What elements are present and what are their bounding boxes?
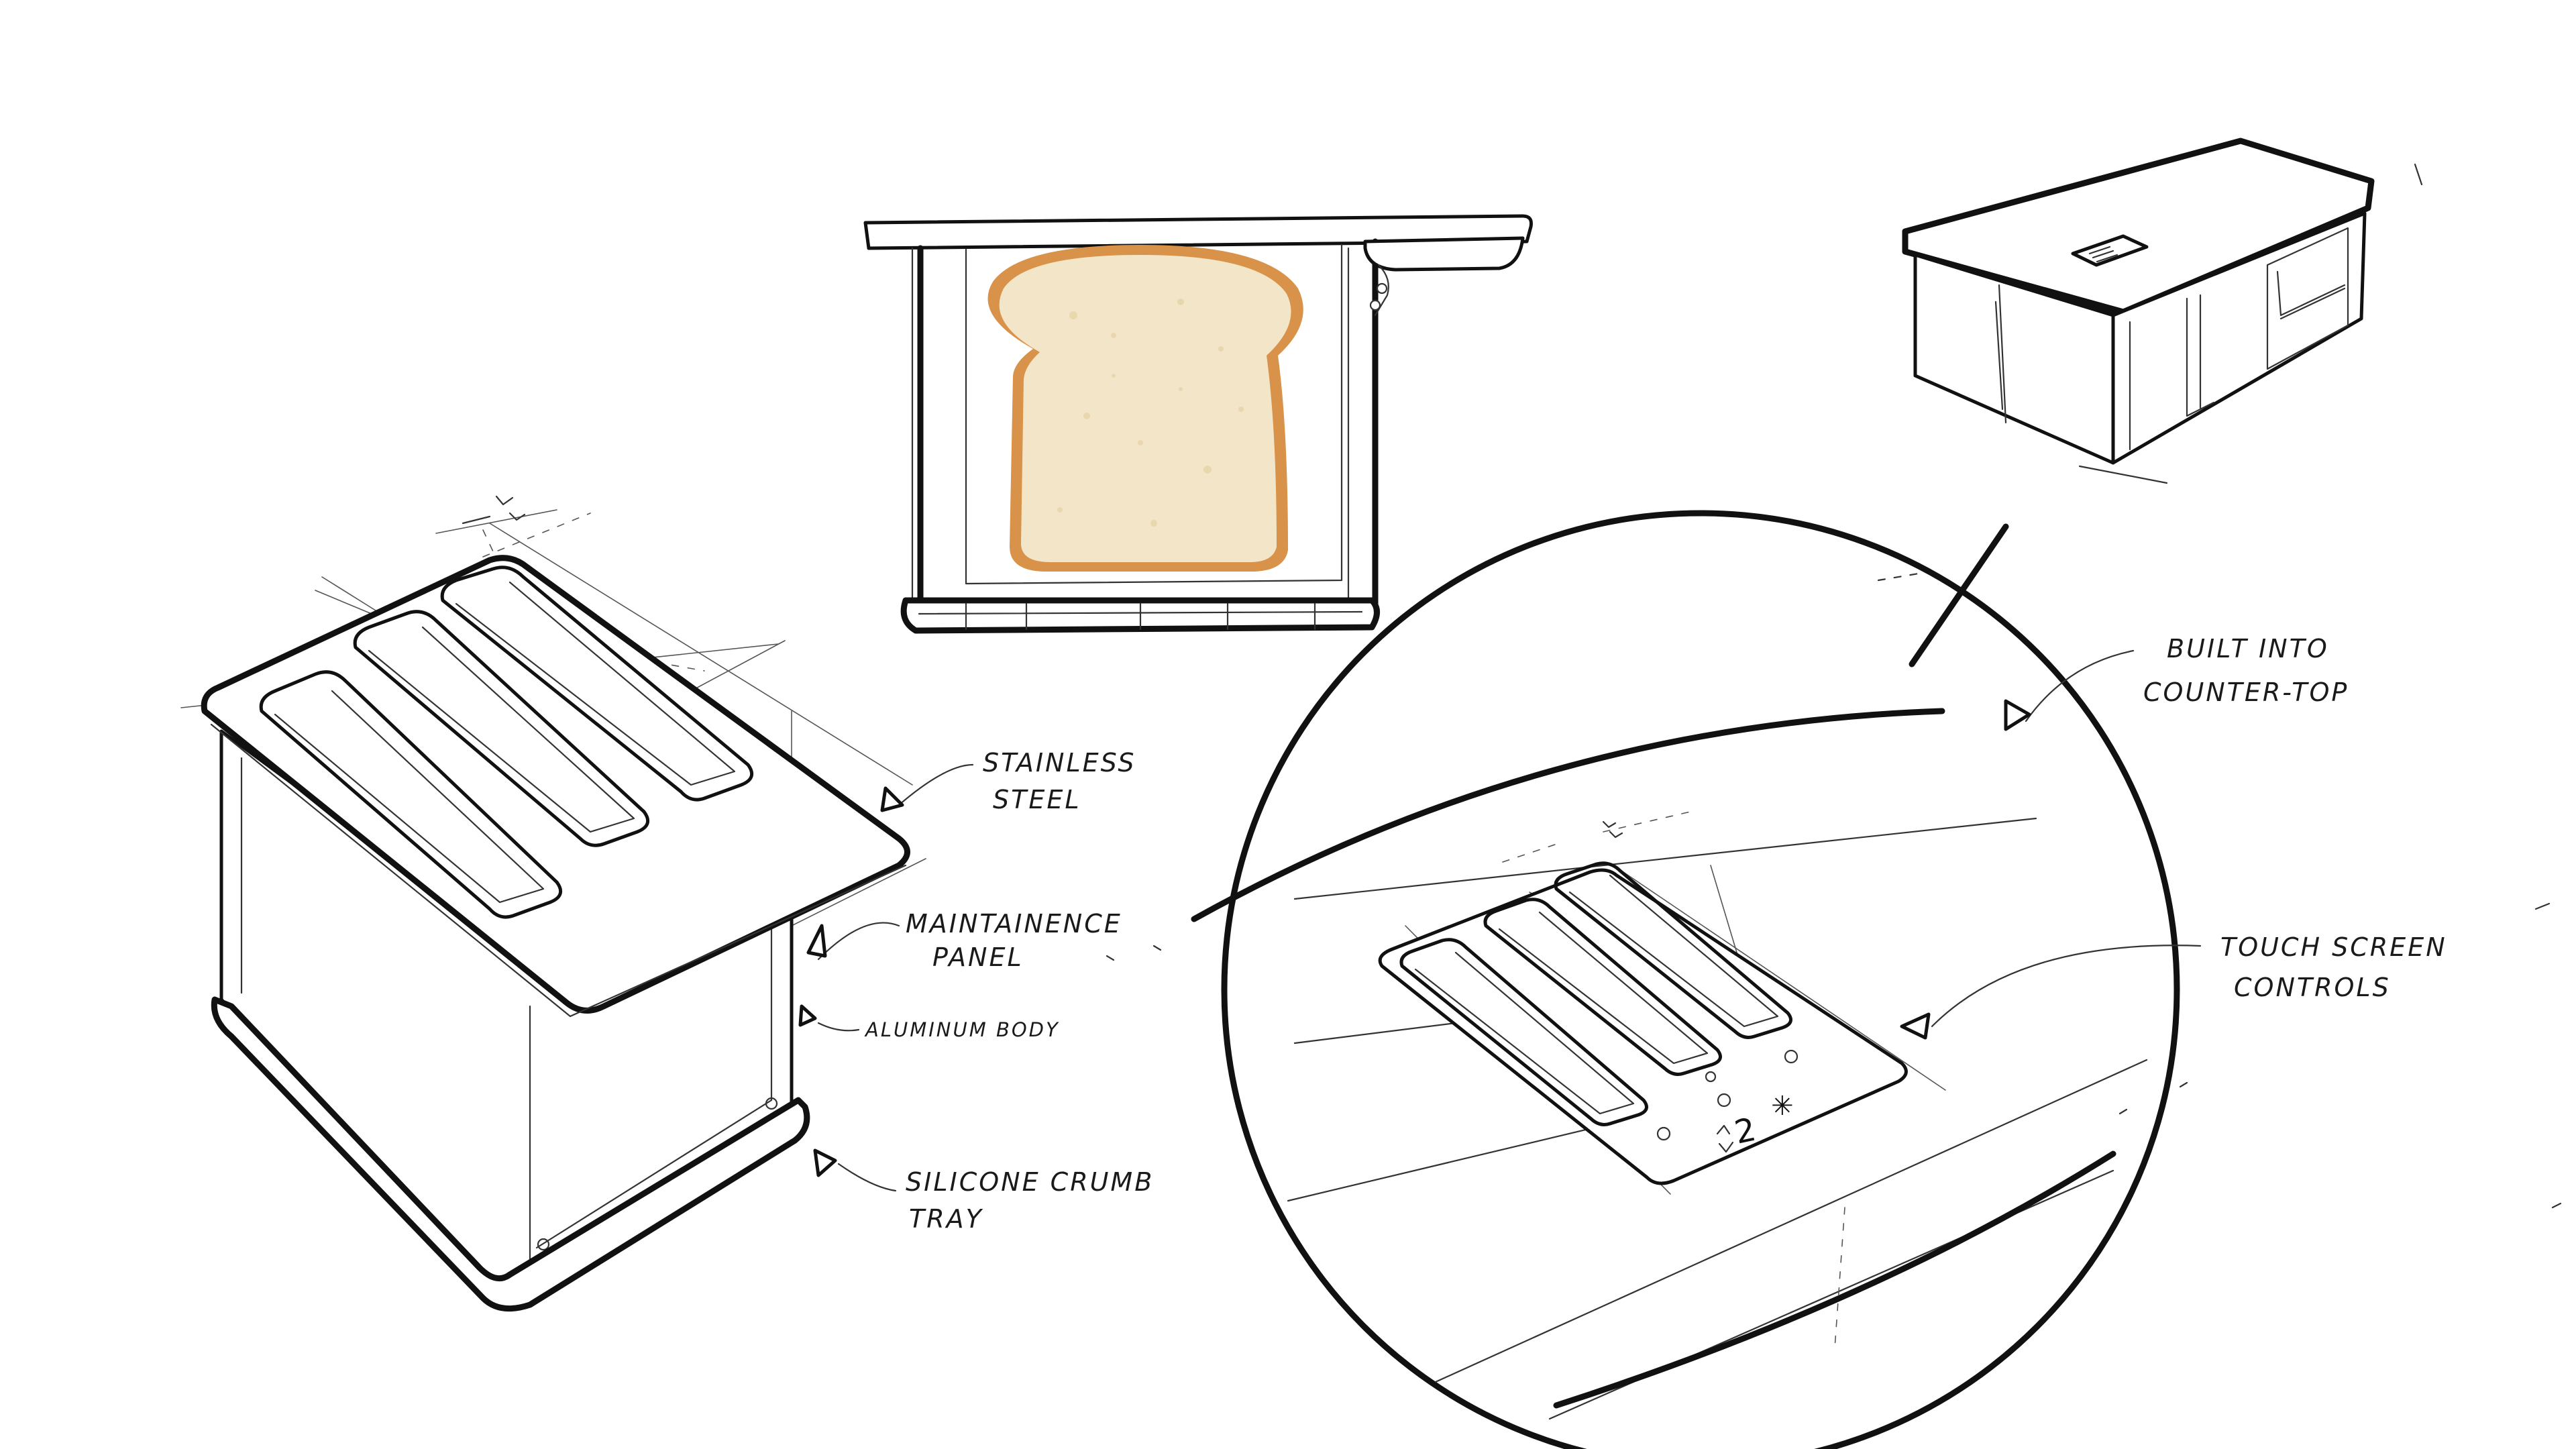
annotation-stainless-steel: STAINLESS STEEL <box>880 748 1136 814</box>
annotation-silicone-crumb-tray: SILICONE CRUMB TRAY <box>813 1148 1154 1234</box>
control-dot-2[interactable] <box>1717 1093 1731 1108</box>
control-dot-1[interactable] <box>1656 1126 1671 1141</box>
detail-edge-top <box>1191 708 1945 922</box>
snowflake-defrost-icon[interactable]: ✳ <box>1771 1091 1794 1122</box>
label-aluminum-body: ALUMINUM BODY <box>864 1018 1060 1041</box>
bread-slice <box>987 245 1303 572</box>
section-view-with-bread <box>863 214 1533 634</box>
label-touch-screen: TOUCH SCREEN <box>2220 932 2447 962</box>
kitchen-island-view <box>1902 138 2423 484</box>
annotation-maintenance-panel: MAINTAINENCE PANEL <box>806 909 1122 972</box>
annotation-touch-screen-controls: TOUCH SCREEN CONTROLS <box>1900 932 2447 1040</box>
detail-edge-bottom <box>1553 1150 2116 1409</box>
stainless-steel-top-plate <box>201 555 910 1018</box>
label-panel: PANEL <box>932 943 1024 972</box>
annotation-aluminum-body: ALUMINUM BODY <box>798 1004 1060 1041</box>
silicone-crumb-tray <box>211 996 810 1312</box>
bread-slot-2 <box>353 610 650 847</box>
toaster-isometric-view <box>180 495 926 1312</box>
detail-slot-3 <box>1554 861 1792 1039</box>
control-dot-4[interactable] <box>1705 1071 1717 1083</box>
chevron-up-down-icon[interactable] <box>1716 1124 1734 1153</box>
label-tray: TRAY <box>909 1204 983 1234</box>
label-silicone-crumb: SILICONE CRUMB <box>906 1167 1154 1197</box>
label-built-into: BUILT INTO <box>2167 634 2329 663</box>
label-counter-top: COUNTER-TOP <box>2143 678 2349 707</box>
label-steel: STEEL <box>993 785 1081 814</box>
annotation-built-into-counter: BUILT INTO COUNTER-TOP <box>2004 634 2349 731</box>
hinge-latch <box>1363 236 1525 317</box>
sketch-ticks <box>462 495 526 525</box>
callout-leader <box>1909 523 2009 667</box>
detail-slot-2 <box>1483 898 1722 1076</box>
detail-slot-1 <box>1399 938 1648 1126</box>
label-maintainence: MAINTAINENCE <box>906 909 1122 938</box>
bread-slot-1 <box>259 670 563 919</box>
built-in-toaster-plate <box>1378 861 1908 1185</box>
label-stainless: STAINLESS <box>983 748 1136 777</box>
label-controls: CONTROLS <box>2234 973 2391 1002</box>
detail-circle: 2 ✳ <box>1191 510 2188 1449</box>
island-toaster-inset <box>2071 234 2149 267</box>
bread-slots <box>259 566 754 919</box>
touch-screen-controls: 2 ✳ <box>1656 1049 1799 1153</box>
control-dot-3[interactable] <box>1784 1049 1799 1064</box>
bread-slot-3 <box>440 566 754 802</box>
